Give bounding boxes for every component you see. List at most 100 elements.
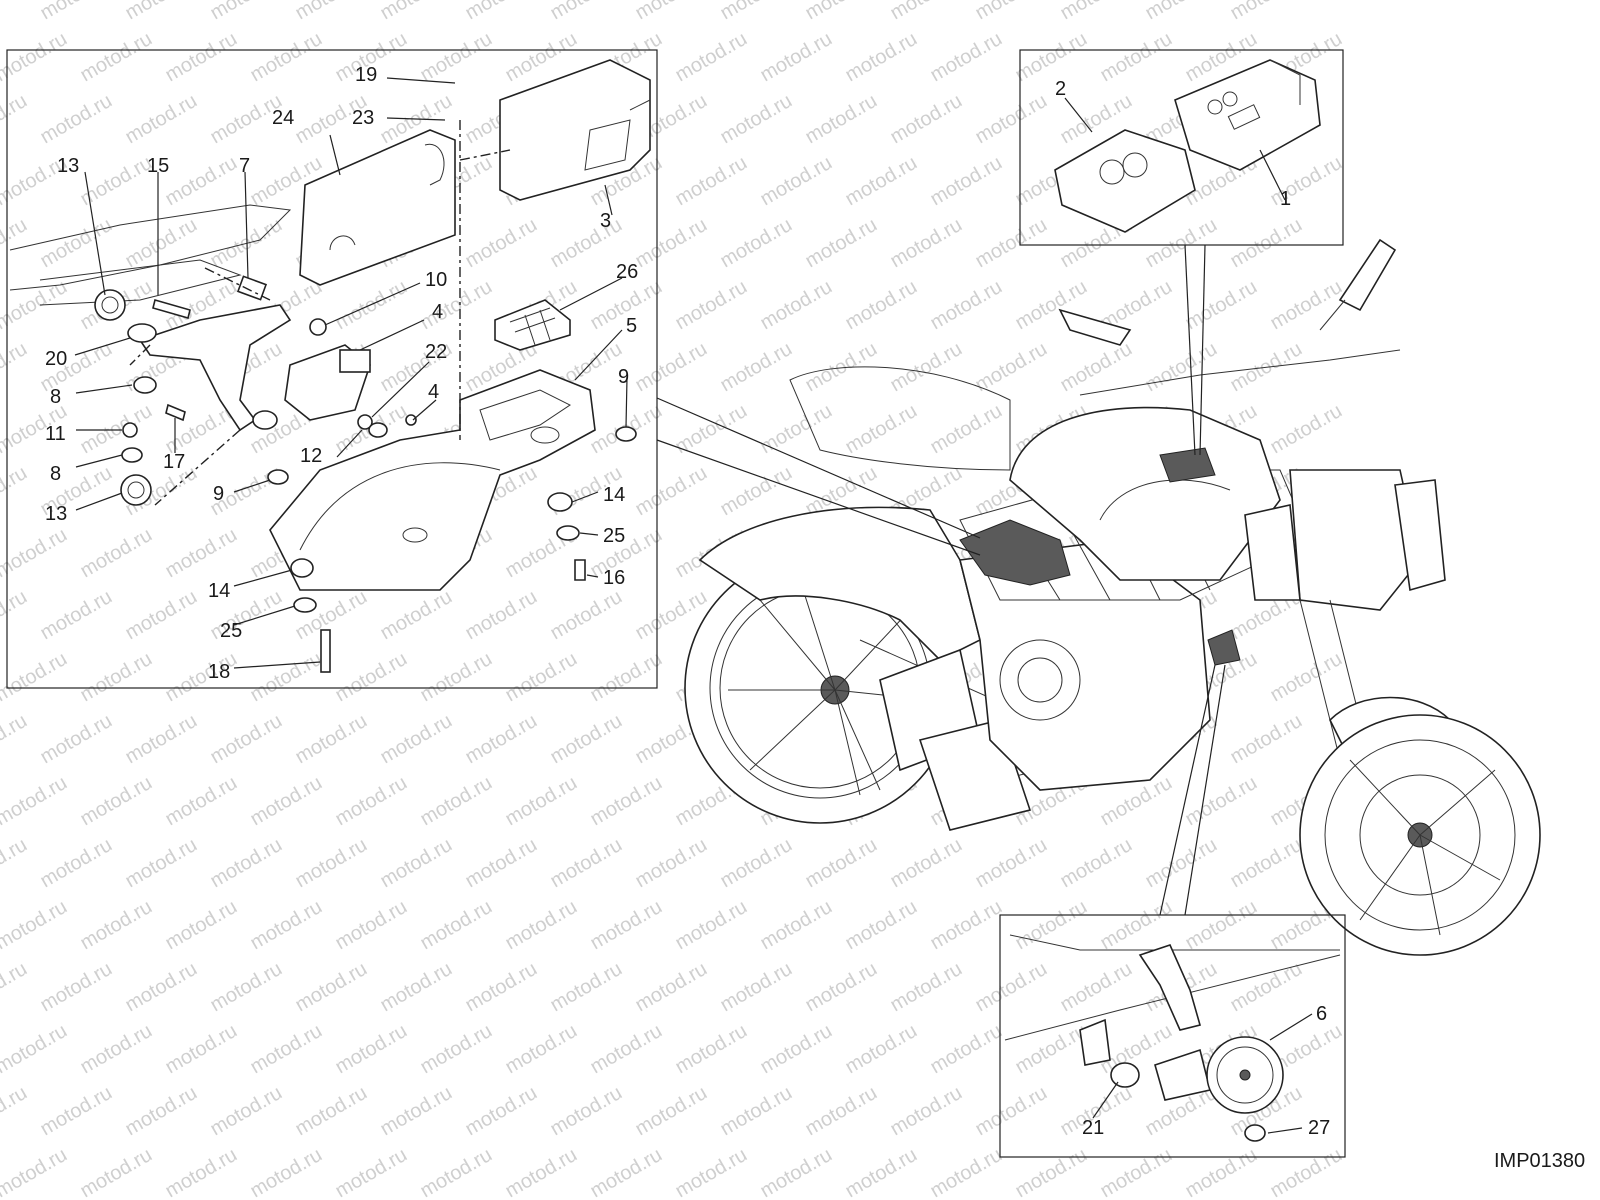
watermark-text: motod.ru [502, 1144, 581, 1200]
watermark-text: motod.ru [672, 1020, 751, 1079]
watermark-text: motod.ru [757, 28, 836, 87]
watermark-text: motod.ru [972, 958, 1051, 1017]
watermark-text: motod.ru [77, 1020, 156, 1079]
horn-inset [999, 914, 1346, 1158]
watermark-text: motod.ru [162, 896, 241, 955]
watermark-text: motod.ru [927, 28, 1006, 87]
watermark-text: motod.ru [1267, 276, 1346, 335]
watermark-text: motod.ru [207, 958, 286, 1017]
watermark-text: motod.ru [1227, 0, 1306, 24]
watermark-text: motod.ru [0, 772, 71, 831]
watermark-text: motod.ru [972, 90, 1051, 149]
watermark-text: motod.ru [717, 958, 796, 1017]
watermark-text: motod.ru [802, 214, 881, 273]
watermark-text: motod.ru [1142, 0, 1221, 24]
watermark-text: motod.ru [632, 834, 711, 893]
watermark-text: motod.ru [502, 648, 581, 707]
watermark-text: motod.ru [77, 648, 156, 707]
watermark-text: motod.ru [1227, 834, 1306, 893]
callout-main-15: 15 [147, 155, 169, 177]
watermark-text: motod.ru [927, 400, 1006, 459]
watermark-text: motod.ru [292, 710, 371, 769]
watermark-text: motod.ru [207, 1082, 286, 1141]
watermark-text: motod.ru [717, 0, 796, 24]
watermark-text: motod.ru [377, 958, 456, 1017]
watermark-text: motod.ru [1097, 1144, 1176, 1200]
watermark-text: motod.ru [292, 0, 371, 24]
watermark-text: motod.ru [77, 772, 156, 831]
watermark-text: motod.ru [247, 648, 326, 707]
watermark-text: motod.ru [1142, 338, 1221, 397]
watermark-text: motod.ru [887, 834, 966, 893]
watermark-text: motod.ru [122, 586, 201, 645]
callout-main-11: 11 [45, 423, 66, 445]
motorcycle-illustration [684, 238, 1541, 956]
watermark-text: motod.ru [0, 710, 31, 769]
callout-main-4: 4 [432, 301, 443, 323]
watermark-text: motod.ru [247, 1020, 326, 1079]
watermark-text: motod.ru [717, 462, 796, 521]
watermark-text: motod.ru [757, 1144, 836, 1200]
watermark-text: motod.ru [37, 90, 116, 149]
watermark-text: motod.ru [1267, 648, 1346, 707]
watermark-text: motod.ru [162, 1020, 241, 1079]
watermark-text: motod.ru [502, 1020, 581, 1079]
watermark-text: motod.ru [77, 896, 156, 955]
watermark-text: motod.ru [972, 0, 1051, 24]
watermark-text: motod.ru [122, 958, 201, 1017]
watermark-text: motod.ru [0, 524, 71, 583]
watermark-text: motod.ru [672, 28, 751, 87]
watermark-text: motod.ru [887, 214, 966, 273]
callout-main-19: 19 [355, 64, 377, 86]
watermark-text: motod.ru [122, 0, 201, 24]
watermark-text: motod.ru [162, 152, 241, 211]
watermark-text: motod.ru [247, 896, 326, 955]
callout-leaders [74, 77, 1313, 1134]
watermark-text: motod.ru [0, 28, 71, 87]
watermark-text: motod.ru [1182, 1144, 1261, 1200]
callout-main-12: 12 [300, 445, 322, 467]
watermark-text: motod.ru [1012, 1144, 1091, 1200]
watermark-text: motod.ru [292, 958, 371, 1017]
watermark-text: motod.ru [292, 1082, 371, 1141]
watermark-text: motod.ru [0, 896, 71, 955]
watermark-text: motod.ru [1267, 1144, 1346, 1200]
callout-horn-27: 27 [1308, 1117, 1330, 1139]
watermark-text: motod.ru [1012, 28, 1091, 87]
watermark-text: motod.ru [77, 400, 156, 459]
main-inset [6, 49, 658, 689]
watermark-text: motod.ru [802, 958, 881, 1017]
watermark-text: motod.ru [802, 834, 881, 893]
watermark-text: motod.ru [632, 958, 711, 1017]
watermark-text: motod.ru [37, 1082, 116, 1141]
watermark-text: motod.ru [417, 28, 496, 87]
watermark-text: motod.ru [972, 338, 1051, 397]
watermark-text: motod.ru [377, 586, 456, 645]
watermark-text: motod.ru [207, 834, 286, 893]
watermark-text: motod.ru [972, 214, 1051, 273]
watermark-text: motod.ru [842, 152, 921, 211]
watermark-text: motod.ru [37, 710, 116, 769]
watermark-text: motod.ru [842, 896, 921, 955]
watermark-text: motod.ru [1142, 834, 1221, 893]
watermark-text: motod.ru [37, 586, 116, 645]
callout-horn-21: 21 [1082, 1117, 1104, 1139]
watermark-text: motod.ru [37, 958, 116, 1017]
watermark-text: motod.ru [587, 1144, 666, 1200]
watermark-text: motod.ru [587, 524, 666, 583]
watermark-text: motod.ru [887, 1082, 966, 1141]
watermark-text: motod.ru [757, 400, 836, 459]
watermark-text: motod.ru [462, 0, 541, 24]
rear-wheel [684, 552, 956, 824]
watermark-text: motod.ru [1012, 896, 1091, 955]
watermark-text: motod.ru [332, 896, 411, 955]
watermark-text: motod.ru [972, 834, 1051, 893]
watermark-text: motod.ru [1057, 834, 1136, 893]
front-wheel [1299, 714, 1541, 956]
watermark-text: motod.ru [0, 1082, 31, 1141]
watermark-text: motod.ru [802, 0, 881, 24]
watermark-text: motod.ru [417, 648, 496, 707]
watermark-text: motod.ru [462, 958, 541, 1017]
watermark-text: motod.ru [547, 834, 626, 893]
